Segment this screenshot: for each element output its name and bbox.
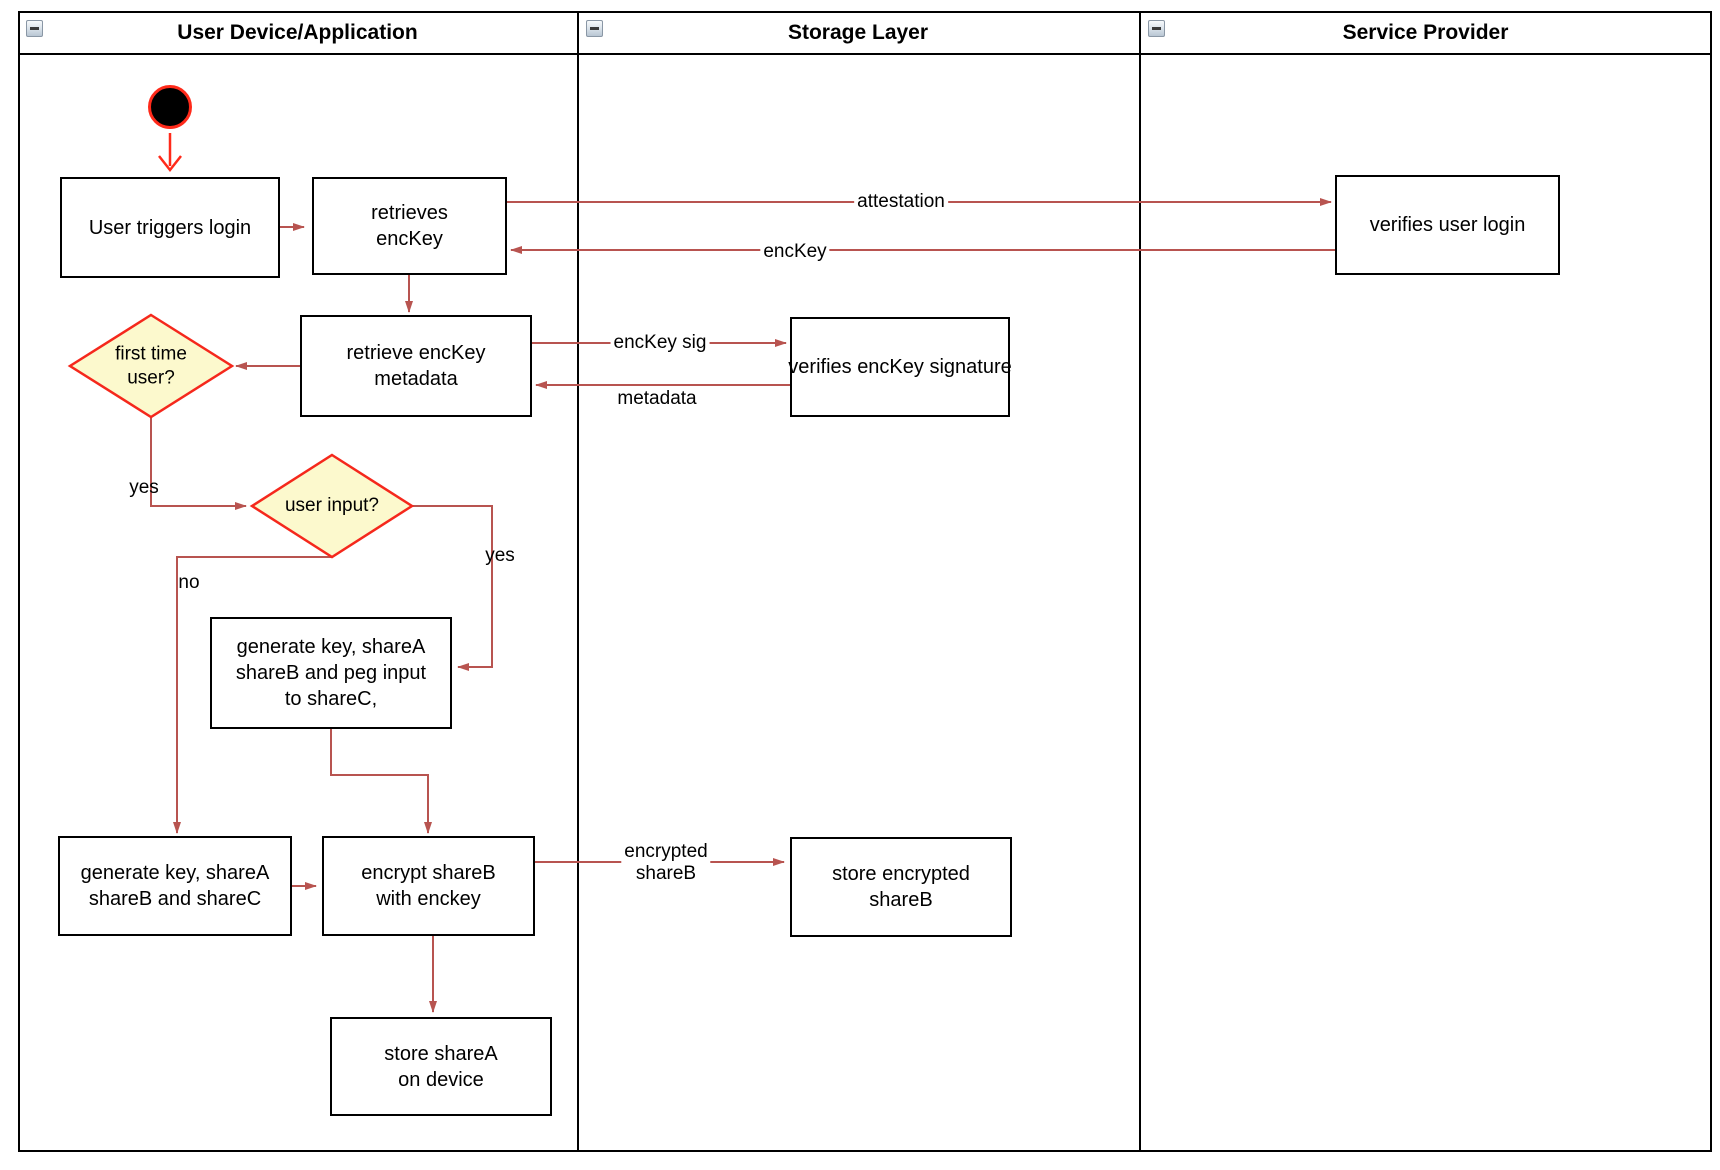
collapse-lane-button[interactable] bbox=[1148, 20, 1165, 37]
node-label: store shareA on device bbox=[384, 1042, 498, 1091]
node-generate-key-peg-input[interactable]: generate key, shareA shareB and peg inpu… bbox=[210, 617, 452, 729]
decision-first-time-user[interactable] bbox=[67, 313, 235, 419]
edge-userinput-no[interactable] bbox=[173, 556, 332, 834]
node-verifies-user-login[interactable]: verifies user login bbox=[1335, 175, 1560, 275]
decision-label-first-time-user: first time user? bbox=[115, 343, 187, 388]
node-store-encrypted-shareb[interactable]: store encrypted shareB bbox=[790, 837, 1012, 937]
node-store-sharea[interactable]: store shareA on device bbox=[330, 1017, 552, 1116]
minus-icon bbox=[30, 27, 39, 30]
decision-user-input[interactable] bbox=[249, 453, 415, 559]
edge-firsttime-yes[interactable] bbox=[150, 417, 247, 510]
edge-userinput-yes[interactable] bbox=[412, 505, 493, 671]
lane-header-service-provider[interactable]: Service Provider bbox=[1141, 12, 1710, 54]
edge-label-enckey-sig: encKey sig bbox=[610, 332, 710, 354]
node-label: User triggers login bbox=[88, 216, 252, 239]
lane-title: User Device/Application bbox=[177, 21, 418, 44]
lane-divider-1 bbox=[577, 11, 579, 1152]
edge-label-no-user-input: no bbox=[178, 572, 200, 594]
lane-header-storage-layer[interactable]: Storage Layer bbox=[579, 12, 1137, 54]
edge-start-arrowhead bbox=[158, 155, 182, 173]
decision-label-user-input: user input? bbox=[284, 495, 380, 517]
minus-icon bbox=[1152, 27, 1161, 30]
lane-title: Service Provider bbox=[1342, 21, 1509, 44]
node-generate-key-sharec[interactable]: generate key, shareA shareB and shareC bbox=[58, 836, 292, 936]
initial-state-node[interactable] bbox=[148, 85, 192, 129]
node-label: generate key, shareA shareB and peg inpu… bbox=[235, 636, 427, 710]
edge-label-attestation: attestation bbox=[854, 191, 948, 213]
node-encrypt-shareb[interactable]: encrypt shareB with enckey bbox=[322, 836, 535, 936]
edge-label-metadata: metadata bbox=[617, 388, 697, 410]
edge-label-encrypted-shareb: encrypted shareB bbox=[621, 841, 711, 885]
node-label: retrieve encKey metadata bbox=[346, 342, 486, 390]
header-divider bbox=[18, 53, 1712, 55]
node-retrieves-enckey[interactable]: retrieves encKey bbox=[312, 177, 507, 275]
collapse-lane-button[interactable] bbox=[586, 20, 603, 37]
edge-label-yes-first-time: yes bbox=[129, 477, 159, 499]
node-label: retrieves encKey bbox=[371, 202, 448, 250]
edge-label-yes-user-input: yes bbox=[485, 545, 515, 567]
lane-title: Storage Layer bbox=[787, 21, 929, 44]
node-label: verifies user login bbox=[1369, 214, 1526, 236]
edge-peg-to-encrypt[interactable] bbox=[330, 729, 432, 834]
collapse-lane-button[interactable] bbox=[26, 20, 43, 37]
node-label: encrypt shareB with enckey bbox=[361, 862, 496, 910]
lane-header-user-device[interactable]: User Device/Application bbox=[20, 12, 575, 54]
edge-label-enckey: encKey bbox=[760, 241, 830, 263]
node-verifies-enckey-signature[interactable]: verifies encKey signature bbox=[788, 317, 1012, 417]
minus-icon bbox=[590, 27, 599, 30]
node-retrieve-enckey-metadata[interactable]: retrieve encKey metadata bbox=[300, 315, 532, 417]
node-user-triggers-login[interactable]: User triggers login bbox=[60, 177, 280, 278]
node-label: store encrypted shareB bbox=[832, 863, 970, 911]
lane-divider-2 bbox=[1139, 11, 1141, 1152]
node-label: generate key, shareA shareB and shareC bbox=[80, 862, 270, 910]
node-label: verifies encKey signature bbox=[788, 356, 1012, 378]
